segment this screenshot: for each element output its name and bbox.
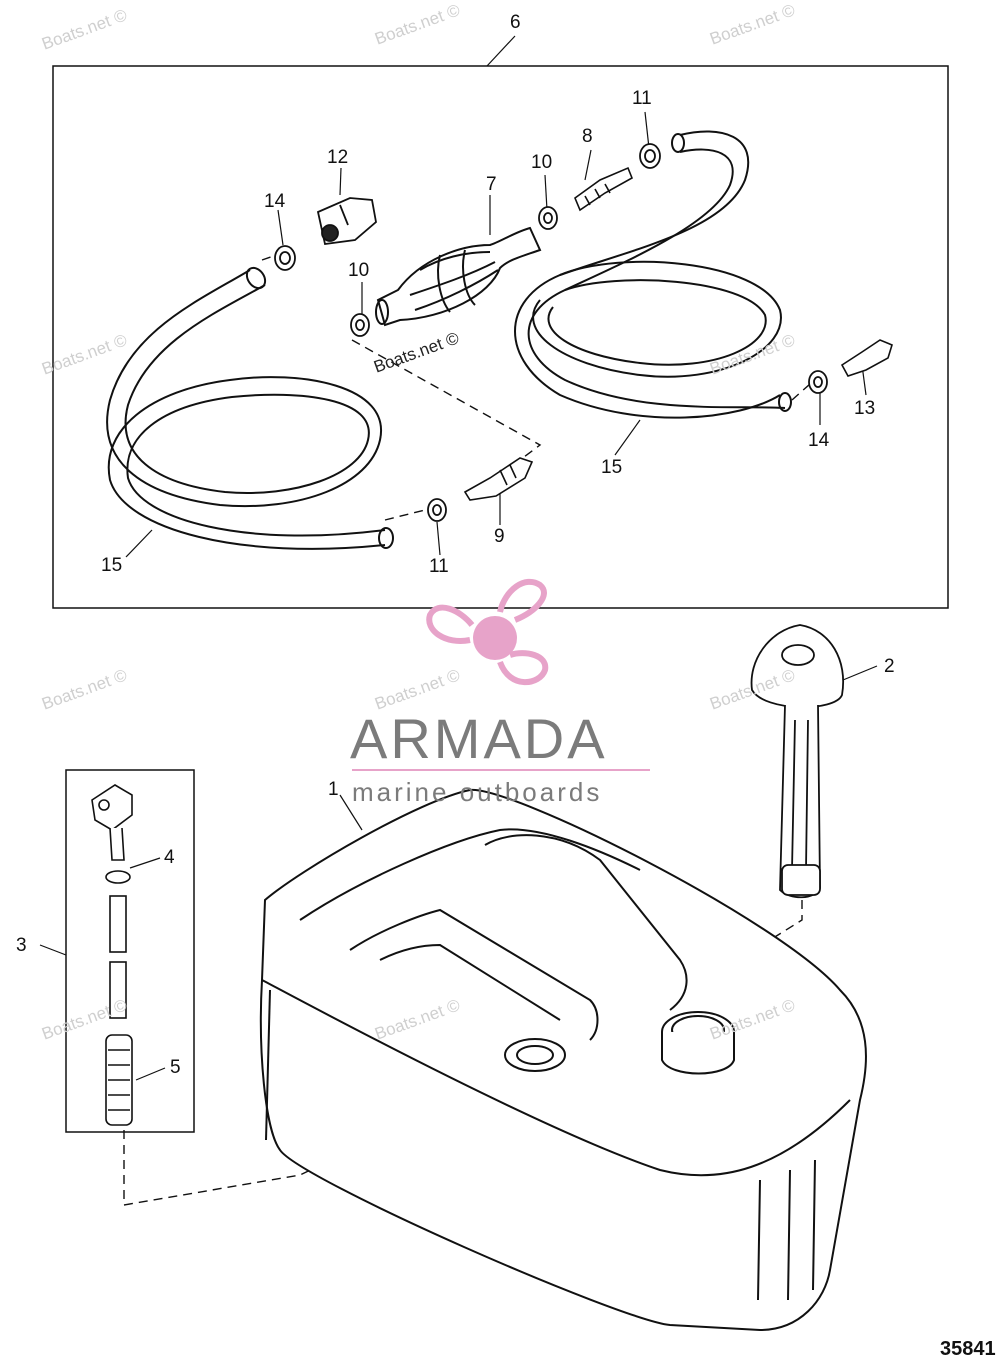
callout-14: 14 [264,191,286,212]
pickup-tube-lower [109,961,127,1019]
o-ring-4 [105,870,131,884]
callout-4: 4 [164,847,175,868]
clamp-14-right [808,370,828,394]
callout-9: 9 [494,526,505,547]
callout-15: 15 [101,555,123,576]
armada-logo [352,578,650,771]
clamp-11-bottom [427,498,447,522]
callout-10: 10 [348,260,370,281]
fuel-hose-left [106,266,394,550]
callout-13: 13 [854,398,876,419]
brand-tagline: marine outboards [352,777,603,807]
clamp-10-left [350,313,370,337]
primer-bulb [375,226,542,327]
callout-10: 10 [531,152,553,173]
fuel-hose-right [514,130,792,419]
callout-5: 5 [170,1057,181,1078]
callout-14: 14 [808,430,830,451]
connector-12 [316,197,377,246]
callout-2: 2 [884,656,895,677]
clamp-11-top [639,143,661,169]
fitting-8 [574,166,634,212]
callout-12: 12 [327,147,349,168]
pickup-assembly [91,784,133,1126]
leader-lines [39,35,878,1081]
clamps [274,143,828,522]
callout-7: 7 [486,174,497,195]
callout-8: 8 [582,126,593,147]
callout-11: 11 [429,556,449,577]
callout-6: 6 [510,12,521,33]
callout-1: 1 [328,779,339,800]
callout-11: 11 [632,88,652,109]
pickup-tube-upper [109,895,127,953]
fuel-tank [259,788,867,1332]
clamp-10-right [538,206,558,230]
fitting-13 [840,339,893,377]
brand-name: ARMADA [350,707,608,770]
pickup-assembly-frame [65,769,195,1133]
callout-15: 15 [601,457,623,478]
diagram-number: 35841 [940,1338,996,1360]
fuel-gauge [750,624,844,899]
clamp-14-top [274,245,296,271]
fitting-9 [463,457,534,501]
callout-3: 3 [16,935,27,956]
